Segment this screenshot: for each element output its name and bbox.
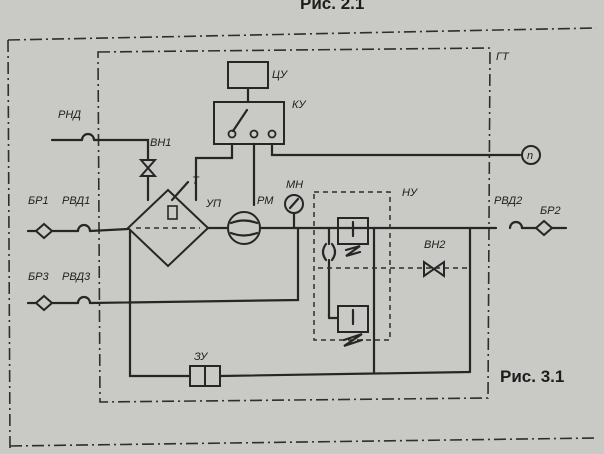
rvd2-label: РВД2	[494, 195, 522, 207]
top-caption: Рис. 2.1	[300, 0, 364, 13]
ku-label: КУ	[292, 99, 306, 111]
temp-sensor-probe	[170, 180, 190, 202]
rvd2-hose-coupling	[508, 220, 524, 230]
mn-gauge-needle	[288, 197, 300, 210]
br2-quick-coupling	[534, 219, 554, 237]
n-sensor-symbol	[521, 145, 541, 165]
nu-lower-spring	[342, 332, 364, 348]
n-label: n	[527, 150, 533, 162]
rnd-hose-coupling	[80, 132, 96, 142]
drain-line	[88, 226, 300, 305]
rvd3-hose-coupling	[76, 295, 92, 305]
tsu-label: ЦУ	[272, 69, 288, 81]
rvd1-label: РВД1	[62, 195, 90, 207]
vn1-valve	[138, 159, 158, 177]
page-frame-top	[7, 27, 597, 41]
zu-line-left	[128, 229, 192, 378]
page-frame-bottom	[9, 437, 597, 447]
ku-switch-blade	[231, 108, 249, 133]
up-label: УП	[205, 198, 221, 210]
br1-label: БР1	[28, 195, 49, 207]
br2-label: БР2	[540, 205, 561, 217]
figure-caption: Рис. 3.1	[500, 367, 564, 386]
nu-upper-spring	[344, 244, 362, 258]
page-frame-left	[7, 39, 11, 449]
rm-label: РМ	[257, 195, 274, 207]
filter-diamond	[126, 188, 210, 268]
tsu-block	[227, 61, 269, 89]
ku-contact-2	[249, 129, 259, 139]
t-label: Т	[192, 175, 200, 187]
ku-block	[213, 101, 285, 145]
rm-flowmeter-arc-top	[229, 219, 259, 225]
vn2-valve	[423, 260, 445, 278]
rvd1-to-filter	[88, 227, 130, 233]
rvd3-label: РВД3	[62, 271, 91, 283]
zu-line-right	[218, 370, 472, 378]
rvd1-hose-coupling	[76, 223, 92, 233]
nu-throttle-left	[321, 242, 328, 262]
rm-flowmeter-arc-bottom	[229, 231, 259, 237]
mn-label: МН	[286, 179, 303, 191]
zu-label: ЗУ	[194, 351, 208, 363]
clog-indicator	[167, 205, 178, 220]
br3-label: БР3	[28, 271, 49, 283]
gt-boundary	[97, 47, 491, 403]
nu-label: НУ	[402, 187, 418, 199]
gt-label: ГТ	[496, 51, 510, 63]
ku-contact-1	[227, 129, 237, 139]
ku-contact-3	[267, 129, 277, 139]
rnd-line-to-vn1	[92, 138, 150, 162]
ku-to-filter-wire	[194, 142, 234, 202]
nu-throttle-right	[330, 242, 337, 262]
vn2-label: ВН2	[424, 239, 445, 251]
rm-flowmeter	[227, 211, 261, 245]
ku-to-n-wire	[270, 142, 522, 157]
vn1-label: ВН1	[150, 137, 171, 149]
br1-quick-coupling	[34, 222, 54, 240]
rnd-label: РНД	[58, 109, 81, 121]
nu-relief-valve-upper	[337, 217, 369, 245]
br3-quick-coupling	[34, 294, 54, 312]
